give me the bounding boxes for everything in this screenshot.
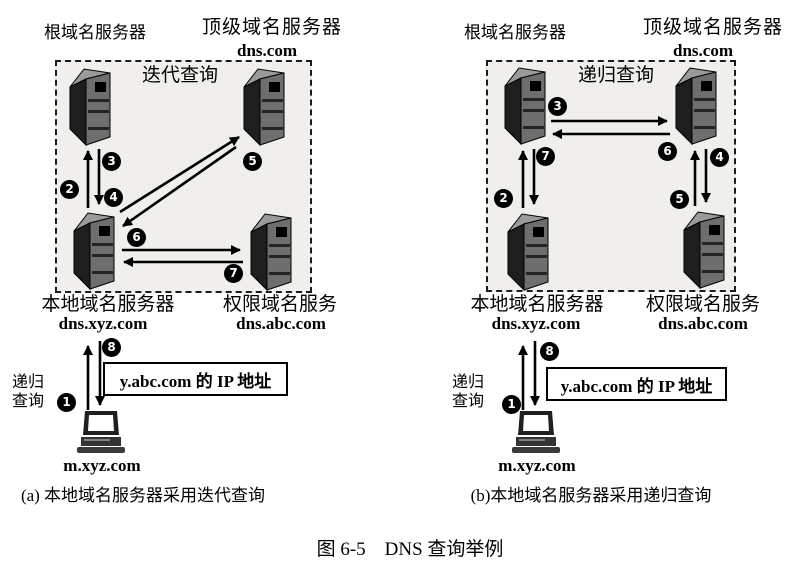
local-server-label: 本地域名服务器	[41, 294, 175, 315]
step-badge-a5: 5	[243, 152, 262, 171]
iterative-query-title: 迭代查询	[141, 65, 219, 86]
host-recursive-query-label: 递归查询	[12, 374, 45, 410]
tld-server-icon	[675, 67, 717, 146]
auth-server-icon	[250, 213, 292, 292]
host-recursive-query-label: 递归查询	[452, 374, 485, 410]
root-server-label: 根域名服务器	[44, 23, 146, 42]
figure-caption: 图 6-5 DNS 查询举例	[316, 539, 504, 560]
auth-server-icon	[683, 211, 725, 290]
step-badge-b3: 3	[548, 97, 567, 116]
local-server-icon	[507, 213, 549, 292]
step-badge-a1: 1	[57, 393, 76, 412]
host-label: m.xyz.com	[63, 456, 141, 475]
step-badge-a8: 8	[102, 338, 121, 357]
step-badge-b7: 7	[536, 147, 555, 166]
auth-server-domain: dns.abc.com	[658, 314, 748, 333]
tld-server-label: 顶级域名服务器	[642, 17, 784, 38]
step-badge-b1: 1	[502, 395, 521, 414]
step-badge-a7: 7	[224, 264, 243, 283]
host-computer-icon	[77, 411, 125, 453]
result-ip-box: y.abc.com 的 IP 地址	[103, 362, 288, 396]
step-badge-b2: 2	[494, 189, 513, 208]
step-badge-b8: 8	[540, 342, 559, 361]
root-server-icon	[504, 67, 546, 146]
step-badge-b4: 4	[710, 148, 729, 167]
step-badge-a4: 4	[104, 188, 123, 207]
panel-b-caption: (b)本地域名服务器采用递归查询	[470, 486, 712, 505]
result-ip-box: y.abc.com 的 IP 地址	[546, 367, 727, 401]
root-server-icon	[69, 68, 111, 147]
auth-server-label: 权限域名服务	[645, 294, 761, 315]
tld-server-icon	[243, 68, 285, 147]
step-badge-a6: 6	[127, 228, 146, 247]
step-badge-b5: 5	[670, 190, 689, 209]
host-label: m.xyz.com	[498, 456, 576, 475]
local-server-domain: dns.xyz.com	[491, 314, 581, 333]
step-badge-a3: 3	[102, 152, 121, 171]
host-computer-icon	[512, 411, 560, 453]
tld-server-domain: dns.com	[673, 41, 733, 60]
step-badge-a2: 2	[60, 180, 79, 199]
root-server-label: 根域名服务器	[464, 23, 566, 42]
auth-server-domain: dns.abc.com	[236, 314, 326, 333]
tld-server-domain: dns.com	[237, 41, 297, 60]
local-server-icon	[73, 212, 115, 291]
recursive-query-title: 递归查询	[577, 65, 655, 86]
step-badge-b6: 6	[658, 142, 677, 161]
auth-server-label: 权限域名服务	[222, 294, 338, 315]
local-server-label: 本地域名服务器	[470, 294, 604, 315]
panel-a-caption: (a) 本地域名服务器采用迭代查询	[20, 486, 266, 505]
tld-server-label: 顶级域名服务器	[201, 17, 343, 38]
local-server-domain: dns.xyz.com	[58, 314, 148, 333]
